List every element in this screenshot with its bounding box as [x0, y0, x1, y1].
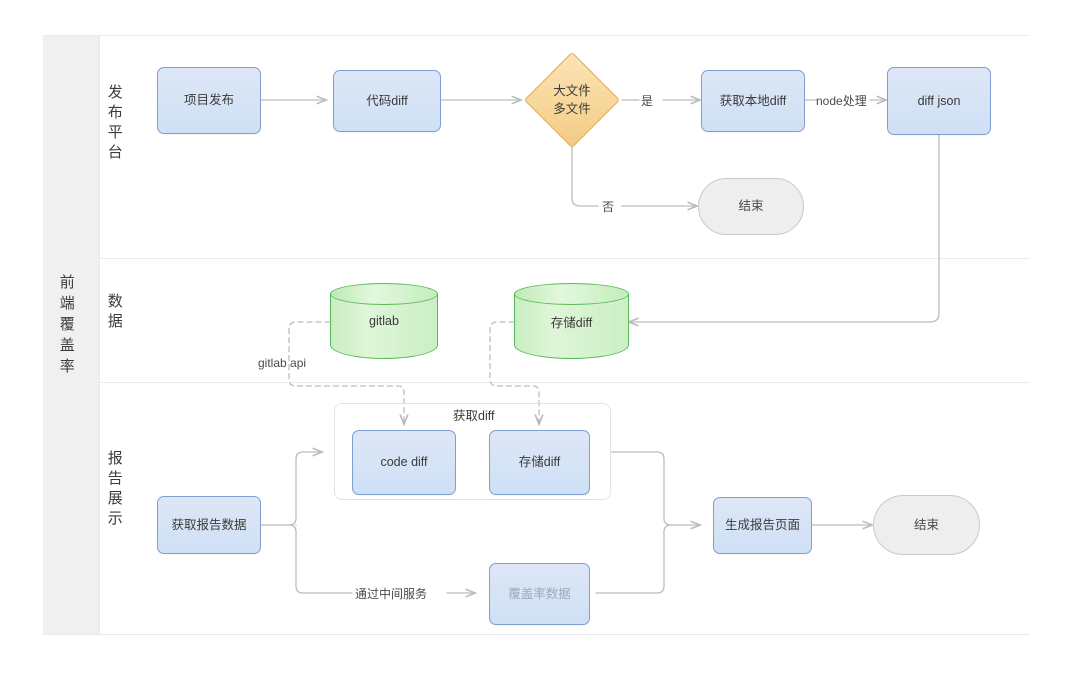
- decision-label-line1: 大文件: [553, 83, 591, 98]
- node-get-local-diff[interactable]: 获取本地diff: [701, 70, 805, 132]
- edge-label-via-middle-service: 通过中间服务: [355, 587, 428, 601]
- edge-label-no: 否: [602, 200, 615, 214]
- node-end-top[interactable]: 结束: [698, 178, 804, 235]
- datastore-gitlab-label: gitlab: [369, 314, 399, 328]
- node-code-diff[interactable]: 代码diff: [333, 70, 441, 132]
- row-label-publish-platform: 发布平台: [105, 84, 123, 164]
- group-get-diff: [334, 403, 611, 500]
- edge-label-gitlab-api: gitlab api: [258, 356, 307, 370]
- node-datastore-gitlab[interactable]: gitlab: [330, 283, 438, 359]
- decision-label-line2: 多文件: [553, 102, 591, 116]
- group-get-diff-title: 获取diff: [448, 405, 500, 424]
- column-separator: [99, 35, 100, 634]
- cylinder-top: [330, 283, 438, 305]
- node-coverage-data[interactable]: 覆盖率数据: [489, 563, 590, 625]
- node-generate-report-page[interactable]: 生成报告页面: [713, 497, 812, 554]
- cylinder-top: [514, 283, 629, 305]
- row-label-report-display: 报告展示: [105, 450, 123, 530]
- left-band: [43, 35, 99, 634]
- diagram-title-vertical: 前端覆盖率: [57, 274, 75, 379]
- decision-divider: [585, 83, 586, 97]
- node-end-bottom[interactable]: 结束: [873, 495, 980, 555]
- row-label-data: 数据: [105, 293, 123, 333]
- row-separator-1: [99, 258, 1030, 259]
- decision-label: 大文件 多文件: [538, 66, 606, 134]
- edge-label-yes: 是: [641, 94, 654, 108]
- node-diff-json[interactable]: diff json: [887, 67, 991, 135]
- datastore-store-diff-label: 存储diff: [550, 315, 593, 330]
- node-decision-large-or-multi-file[interactable]: 大文件 多文件: [523, 51, 621, 149]
- node-code-diff-2[interactable]: code diff: [352, 430, 456, 495]
- row-separator-top: [43, 35, 1030, 36]
- edge-label-node-process: node处理: [816, 94, 867, 108]
- node-get-report-data[interactable]: 获取报告数据: [157, 496, 261, 554]
- node-datastore-store-diff[interactable]: 存储diff: [514, 283, 629, 359]
- row-separator-2: [99, 382, 1030, 383]
- node-store-diff-2[interactable]: 存储diff: [489, 430, 590, 495]
- node-project-publish[interactable]: 项目发布: [157, 67, 261, 134]
